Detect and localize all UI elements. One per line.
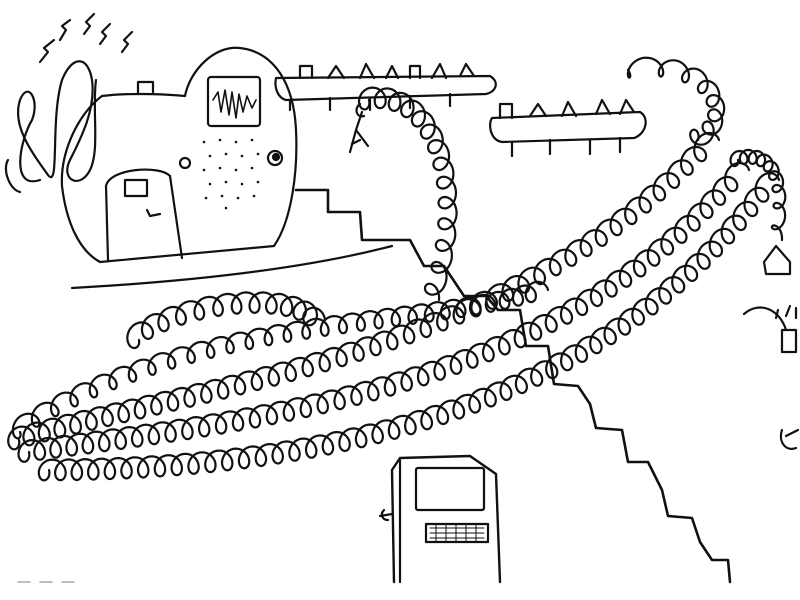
computer-handle (378, 508, 394, 522)
curly-wire-5 (126, 291, 327, 350)
right-bottom-fixture (779, 428, 800, 450)
top-fence-2-posts (498, 98, 636, 158)
right-sparks (774, 304, 798, 320)
room-knob-left (178, 156, 192, 170)
zigzag-4 (98, 22, 112, 46)
hanging-figure (348, 102, 370, 154)
computer-cabinet (390, 454, 502, 584)
staircase (294, 188, 732, 584)
zigzag-2 (58, 18, 72, 42)
right-post (742, 306, 798, 354)
top-fence-1 (274, 74, 497, 102)
top-fence-2 (489, 110, 647, 144)
zigzag-3 (82, 12, 96, 36)
room-knob-right (266, 149, 284, 167)
right-hanging-house (762, 244, 792, 276)
top-fence-1-posts (288, 62, 476, 112)
ink-layer (4, 12, 800, 584)
curly-wire-8 (729, 148, 787, 242)
curly-wire-6 (357, 86, 458, 302)
keyboard-keys (429, 523, 485, 543)
computer-screen (414, 466, 486, 512)
curly-wire-7 (626, 56, 726, 146)
room-chimney (136, 80, 155, 96)
room-door (104, 168, 184, 262)
zigzag-1 (38, 38, 56, 64)
curly-wire-2 (7, 131, 721, 451)
ground-line (70, 244, 394, 290)
left-loop-tail (4, 158, 22, 194)
room-knob-right-dot (271, 152, 281, 162)
room-outline (60, 46, 298, 264)
computer-keyboard (424, 522, 490, 544)
left-loop-antenna (17, 60, 98, 183)
door-window (123, 178, 149, 198)
curly-wire-3 (17, 161, 751, 463)
curly-wire-4 (37, 172, 781, 482)
zigzag-5 (120, 30, 134, 54)
room-window (206, 75, 262, 128)
window-scribble (212, 89, 257, 119)
speaker-dots (202, 138, 260, 210)
door-handle (145, 208, 162, 218)
